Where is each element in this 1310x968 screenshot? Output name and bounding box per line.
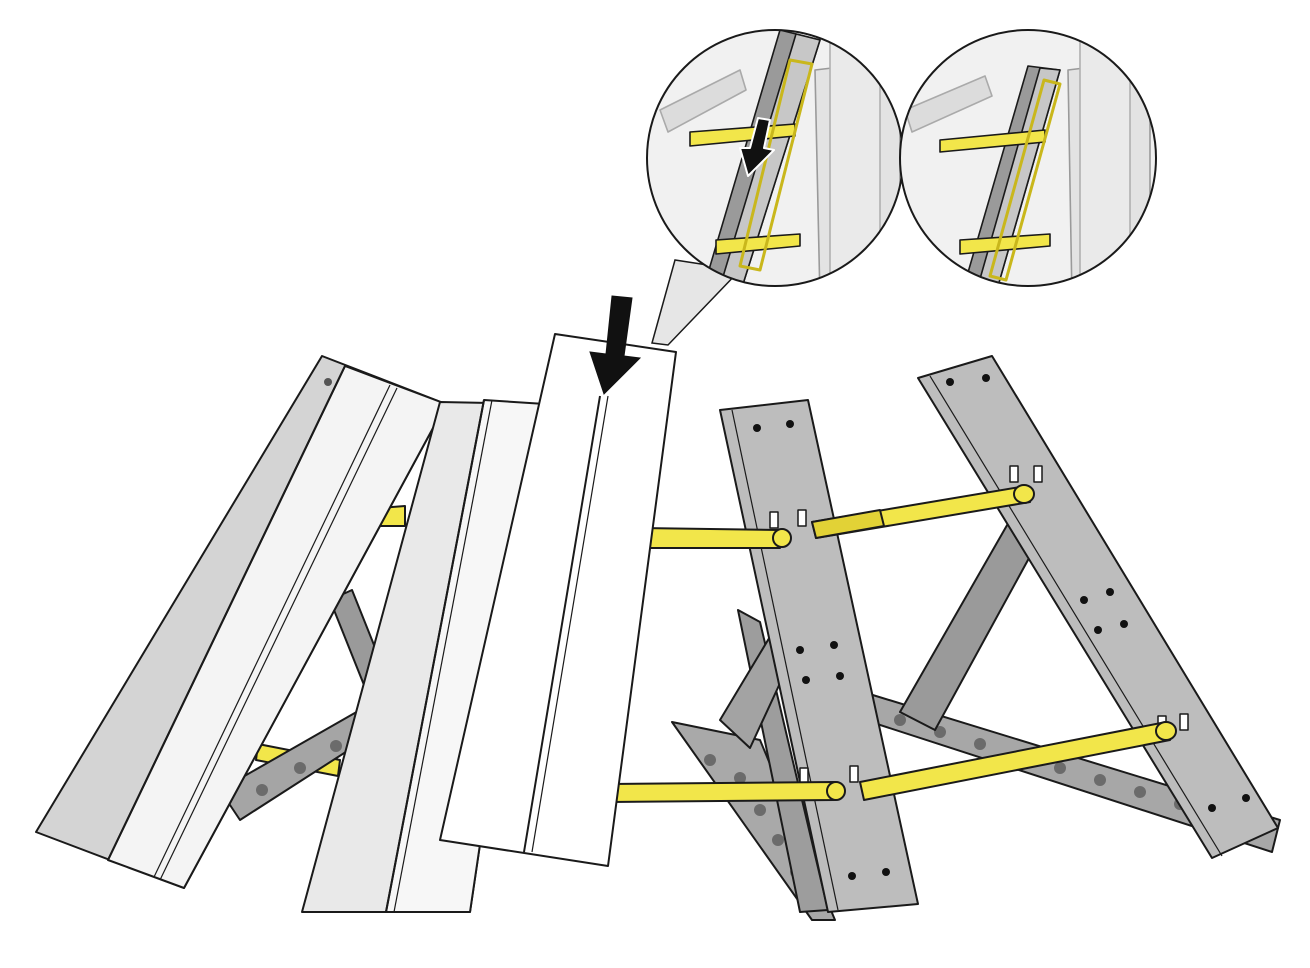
frame-right <box>839 355 1281 859</box>
cover-panels <box>35 333 677 913</box>
cover-panel-1 <box>35 355 447 889</box>
arrow-down-icon <box>589 295 642 395</box>
frame-right-back-leg <box>899 519 1041 731</box>
frame-right-front-leg <box>917 355 1279 859</box>
detail-after <box>899 29 1157 287</box>
spacer-bar-upper-right <box>811 484 1035 539</box>
frame-right-holes <box>946 374 1250 812</box>
cover-panel-3 <box>439 333 677 867</box>
spacer-bar-lower-right <box>859 721 1177 801</box>
detail-before <box>646 29 904 287</box>
frame-center-holes <box>753 420 890 880</box>
